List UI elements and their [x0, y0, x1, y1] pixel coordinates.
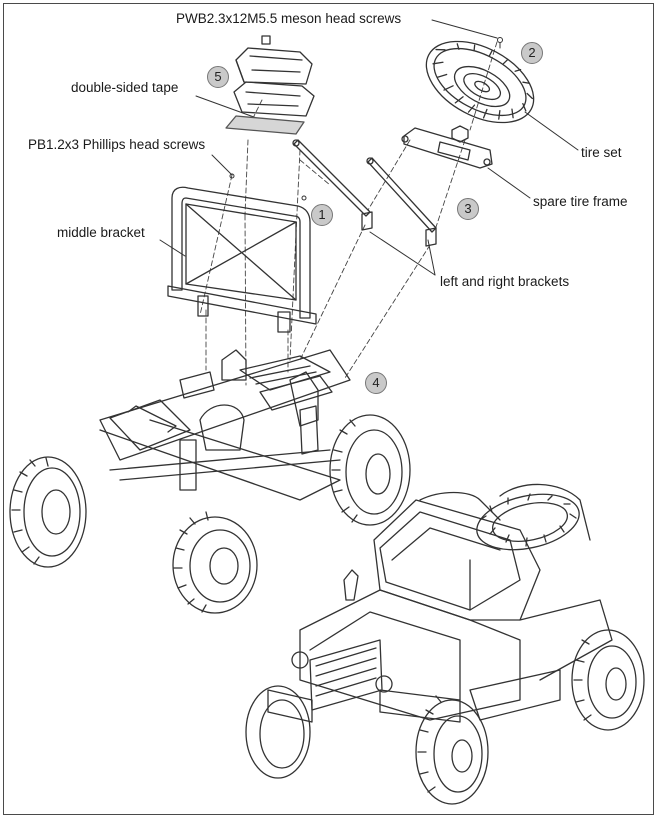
step-badge-4: 4	[365, 372, 387, 394]
meson-screw	[497, 37, 503, 49]
step-badge-3: 3	[457, 198, 479, 220]
phillips-screws	[229, 173, 307, 201]
middle-bracket-drawing	[167, 186, 317, 333]
cargo-box	[233, 35, 315, 117]
left-right-brackets	[292, 139, 437, 247]
step-badge-5: 5	[207, 66, 229, 88]
spare-tire	[425, 40, 535, 124]
diagram-frame	[3, 3, 654, 815]
tape-sheet	[225, 115, 305, 135]
label-spare-tire-frame: spare tire frame	[533, 194, 628, 209]
label-left-right-brackets: left and right brackets	[440, 274, 570, 289]
label-phillips-screws: PB1.2x3 Phillips head screws	[28, 137, 206, 152]
leader-lines	[159, 19, 579, 276]
finished-truck-drawing	[267, 483, 613, 723]
truck-wheels	[245, 493, 645, 805]
label-tire-set: tire set	[581, 145, 622, 160]
chassis-wheels	[9, 414, 411, 614]
step-badge-1: 1	[311, 204, 333, 226]
label-double-sided-tape: double-sided tape	[71, 80, 179, 95]
label-middle-bracket: middle bracket	[57, 225, 145, 240]
step-badge-2: 2	[521, 42, 543, 64]
spare-tire-frame	[401, 125, 493, 169]
label-meson-screws: PWB2.3x12M5.5 meson head screws	[176, 11, 402, 26]
chassis-drawing	[99, 349, 351, 501]
